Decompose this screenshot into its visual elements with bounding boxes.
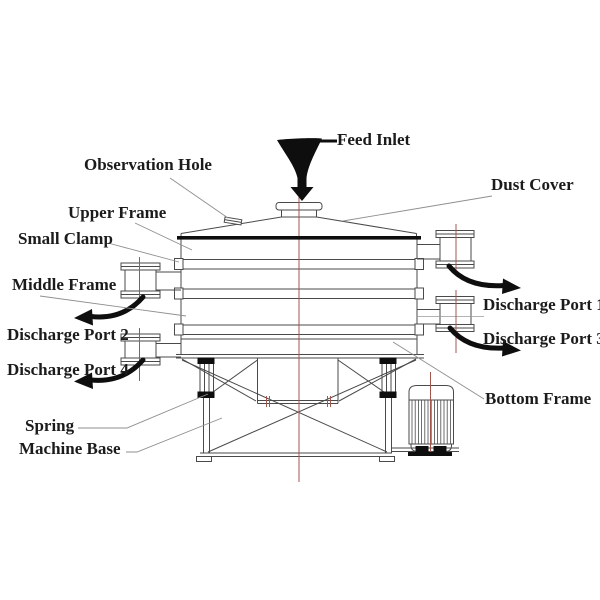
label-machine-base: Machine Base — [19, 439, 121, 458]
leader-spring — [78, 393, 209, 429]
arrow-discharge-4 — [88, 357, 146, 383]
leader-bottom-frame — [392, 341, 485, 400]
label-dust-cover: Dust Cover — [491, 175, 574, 194]
label-small-clamp: Small Clamp — [18, 229, 113, 248]
label-feed-inlet: Feed Inlet — [337, 130, 411, 149]
arrow-discharge-1 — [446, 263, 507, 289]
spring-coils — [199, 364, 396, 392]
discharge-arrows — [74, 263, 521, 389]
motor-foot — [433, 446, 447, 456]
leader-small-clamp — [107, 242, 180, 263]
motor-shape — [408, 385, 454, 452]
leader-dust-cover — [342, 195, 493, 222]
motor-foot — [415, 446, 429, 456]
leader-upper-frame — [134, 222, 193, 251]
leader-lines — [39, 177, 493, 453]
spring-cap — [379, 357, 397, 364]
label-discharge-port-1: Discharge Port 1 — [483, 295, 600, 314]
observation-hole-shape — [223, 216, 243, 226]
leader-machine-base — [126, 417, 223, 453]
label-upper-frame: Upper Frame — [68, 203, 167, 222]
arrow-discharge-2 — [88, 294, 146, 320]
bottom-rim-plate — [176, 354, 424, 359]
label-middle-frame: Middle Frame — [12, 275, 117, 294]
motor-fins — [411, 400, 451, 444]
discharge-port-2-shape — [120, 262, 181, 299]
arrow-discharge-3 — [447, 325, 507, 351]
dust-cover-shape — [180, 216, 417, 236]
machine-base-frame — [181, 359, 459, 462]
top-rim-bar — [177, 236, 421, 240]
label-observation-hole: Observation Hole — [84, 155, 212, 174]
label-spring: Spring — [25, 416, 75, 435]
label-bottom-frame: Bottom Frame — [485, 389, 592, 408]
feed-inlet-pointer — [318, 139, 337, 143]
label-discharge-port-2: Discharge Port 2 — [7, 325, 129, 344]
label-discharge-port-3: Discharge Port 3 — [483, 329, 600, 348]
spring-cap — [379, 391, 397, 398]
discharge-port-1-shape — [417, 230, 475, 269]
machine-structure — [120, 202, 484, 462]
leader-observation-hole — [169, 177, 229, 219]
feed-funnel-icon — [277, 138, 322, 201]
spring-cap — [197, 357, 215, 364]
motor-base-bar — [408, 452, 452, 456]
solid-ink-parts — [177, 138, 452, 456]
discharge-port-4-shape — [120, 333, 181, 366]
label-discharge-port-4: Discharge Port 4 — [7, 360, 129, 379]
centerlines — [139, 168, 457, 482]
leader-middle-frame — [39, 295, 187, 317]
